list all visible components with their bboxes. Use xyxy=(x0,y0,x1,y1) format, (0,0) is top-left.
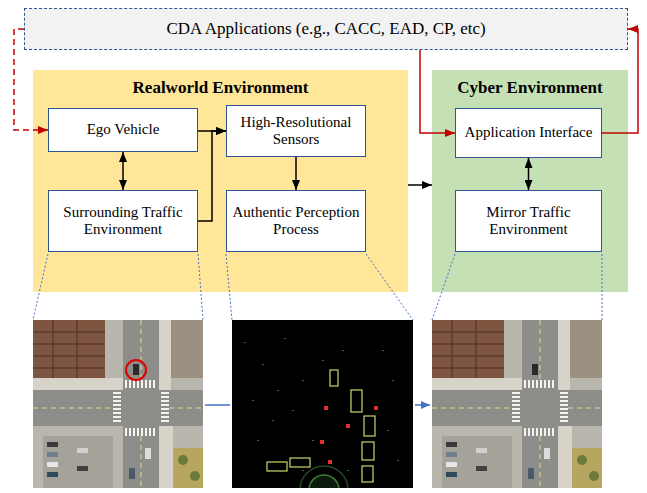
bounding-box xyxy=(267,462,287,471)
pedestrian-box xyxy=(346,424,350,428)
flow-arrow xyxy=(198,131,226,221)
flow-arrow xyxy=(420,50,455,133)
environment-panel: Realworld EnvironmentEgo Vehicle High-Res… xyxy=(33,70,408,292)
process-box: Authentic Perception Process xyxy=(226,190,366,252)
process-box: Surrounding Traffic Environment xyxy=(48,190,198,252)
flow-arrow xyxy=(295,157,297,190)
box-label: Surrounding Traffic Environment xyxy=(52,204,194,239)
image-arrow xyxy=(205,404,430,406)
box-label: Authentic Perception Process xyxy=(230,204,362,239)
pedestrian-box xyxy=(374,406,378,410)
box-label: Application Interface xyxy=(465,124,593,141)
panel-fill xyxy=(432,70,628,292)
process-box: Mirror Traffic Environment xyxy=(455,190,602,252)
application-banner: CDA Applications (e.g., CACC, EAD, CP, e… xyxy=(24,8,628,50)
aerial-image xyxy=(33,320,203,488)
environment-panel: Cyber EnvironmentApplication InterfaceMi… xyxy=(432,70,628,292)
flow-arrow xyxy=(408,184,432,186)
lidar-ground xyxy=(232,320,413,488)
panel-fill-group xyxy=(33,70,628,292)
scan-ring xyxy=(300,466,348,488)
box-label: Mirror Traffic Environment xyxy=(459,204,598,239)
point-cloud xyxy=(244,338,399,481)
bounding-box xyxy=(362,442,374,460)
process-box: Ego Vehicle xyxy=(48,108,198,152)
bounding-box xyxy=(351,390,362,412)
flow-arrow xyxy=(122,152,124,190)
sensor-origin xyxy=(309,475,339,488)
flow-arrow xyxy=(528,158,530,190)
panel-title: Realworld Environment xyxy=(33,78,408,98)
box-label: CDA Applications (e.g., CACC, EAD, CP, e… xyxy=(166,19,485,39)
highlight-circle xyxy=(126,360,146,380)
pedestrian-box xyxy=(328,460,332,464)
bounding-box xyxy=(330,370,338,386)
bounding-box xyxy=(364,416,375,436)
process-box: Application Interface xyxy=(455,108,602,158)
lidar-image xyxy=(232,320,413,488)
leader-line xyxy=(33,254,602,320)
pedestrian-box xyxy=(324,406,328,410)
bounding-box xyxy=(290,458,310,467)
pedestrian-box xyxy=(320,440,324,444)
bounding-box xyxy=(362,466,373,482)
box-label: Ego Vehicle xyxy=(87,121,160,138)
panel-fill xyxy=(33,70,408,292)
panel-title: Cyber Environment xyxy=(432,78,628,98)
process-box: High-Resolutional Sensors xyxy=(226,105,366,157)
box-label: High-Resolutional Sensors xyxy=(230,114,362,149)
aerial-image xyxy=(432,320,602,488)
